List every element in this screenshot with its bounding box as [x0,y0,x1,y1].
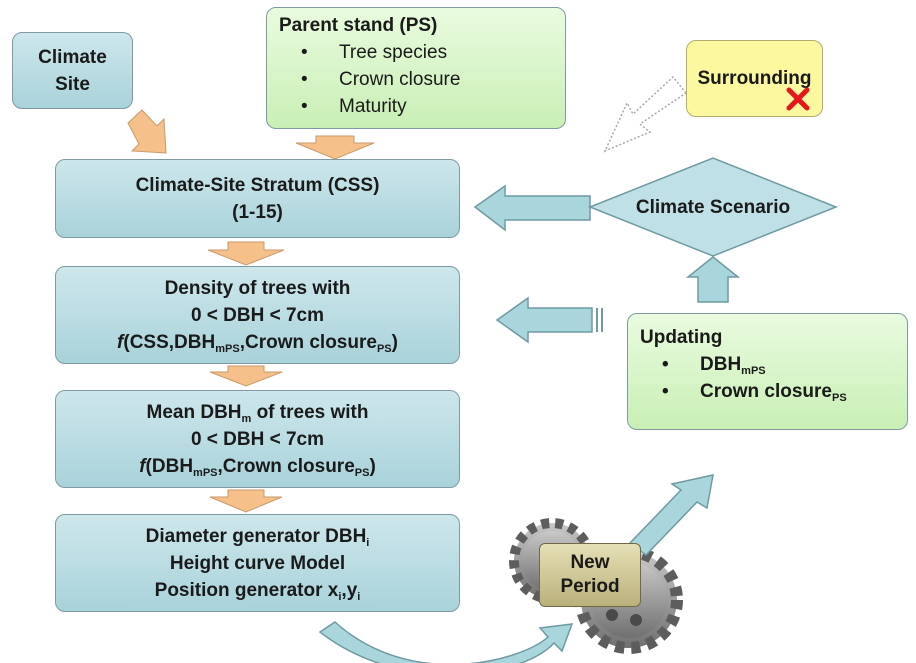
mean-formula-part: (DBH [145,455,194,477]
mean-formula-sub: PS [354,466,370,479]
arrow-surrounding-hollow [603,75,688,153]
generator-line3-sub: i [338,590,342,603]
parent-stand-title: Parent stand (PS) [279,15,438,36]
mean-line1-sub: m [241,412,252,425]
arrow-updating-to-scenario [685,256,741,303]
parent-stand-item: Tree species [279,39,565,66]
density-formula-sub: PS [376,342,392,355]
css-box: Climate-Site Stratum (CSS) (1-15) [55,159,460,238]
density-f: f [117,331,124,353]
density-formula-close: ) [391,331,398,353]
parent-stand-list: Tree species Crown closure Maturity [279,39,565,120]
generator-line3: Position generator xi,yi [155,577,361,604]
climate-scenario-label-wrap: Climate Scenario [600,190,826,224]
climate-scenario-label: Climate Scenario [635,196,791,218]
new-period-box: New Period [539,543,641,607]
mean-formula-sub: mPS [193,466,218,479]
density-formula-part: (CSS,DBH [123,331,216,353]
arrow-mean-to-generator [209,489,283,513]
mean-f: f [139,455,146,477]
density-box: Density of trees with 0 < DBH < 7cm f(CS… [55,266,460,364]
density-line1: Density of trees with [164,277,351,299]
density-formula-part: ,Crown closure [239,331,377,353]
updating-item-sub: PS [831,392,847,404]
climate-site-box: Climate Site [12,32,133,109]
arrow-css-to-density [207,241,285,266]
climate-site-line1: Climate [38,46,107,68]
arrow-gears-to-updating [628,474,714,556]
generator-line1-part: Diameter generator DBH [145,525,367,547]
mean-dbh-box: Mean DBHm of trees with 0 < DBH < 7cm f(… [55,390,460,488]
generator-line1: Diameter generator DBHi [146,523,370,550]
updating-title: Updating [640,327,723,348]
climate-site-line2: Site [55,73,90,95]
arrow-updating-to-density [495,296,593,344]
density-line2: 0 < DBH < 7cm [190,304,325,326]
parent-stand-item: Maturity [279,93,565,120]
mean-line2: 0 < DBH < 7cm [190,428,325,450]
updating-item-part: DBH [700,354,742,375]
arrow-density-to-mean [209,365,283,387]
updating-list: DBHmPS Crown closurePS [640,351,907,405]
parent-stand-box: Parent stand (PS) Tree species Crown clo… [266,7,566,129]
climate-scenario-diamond [587,157,839,257]
surrounding-box: Surrounding [686,40,823,117]
arrow-parent-stand-to-css [295,135,375,160]
generator-line3-part: ,y [341,579,358,601]
density-formula-sub: mPS [215,342,240,355]
arrow-generator-to-new-period [318,621,574,663]
updating-item: Crown closurePS [640,378,907,405]
surrounding-label: Surrounding [697,68,812,89]
parent-stand-item: Crown closure [279,66,565,93]
density-formula: f(CSS,DBHmPS,Crown closurePS) [117,329,398,356]
new-period-line1: New [570,552,610,573]
mean-formula-part: ,Crown closure [217,455,355,477]
css-line2: (1-15) [232,201,283,223]
mean-line1-part: Mean DBH [146,401,242,423]
generator-line1-sub: i [366,536,370,549]
mean-formula: f(DBHmPS,Crown closurePS) [139,453,376,480]
mean-formula-close: ) [369,455,376,477]
arrow-scenario-to-css [473,184,591,232]
new-period-line2: Period [560,576,620,597]
generator-line2: Height curve Model [169,552,346,574]
css-line1: Climate-Site Stratum (CSS) [135,174,380,196]
mean-line1-part: of trees with [251,401,369,423]
generator-line3-sub: i [357,590,361,603]
generator-line3-part: Position generator x [154,579,339,601]
generator-box: Diameter generator DBHi Height curve Mod… [55,514,460,612]
updating-item-sub: mPS [741,365,766,377]
arrow-climate-site-to-css [127,109,167,154]
updating-item: DBHmPS [640,351,907,378]
updating-item-part: Crown closure [700,381,832,402]
mean-line1: Mean DBHm of trees with [147,399,369,426]
updating-box: Updating DBHmPS Crown closurePS [627,313,908,430]
